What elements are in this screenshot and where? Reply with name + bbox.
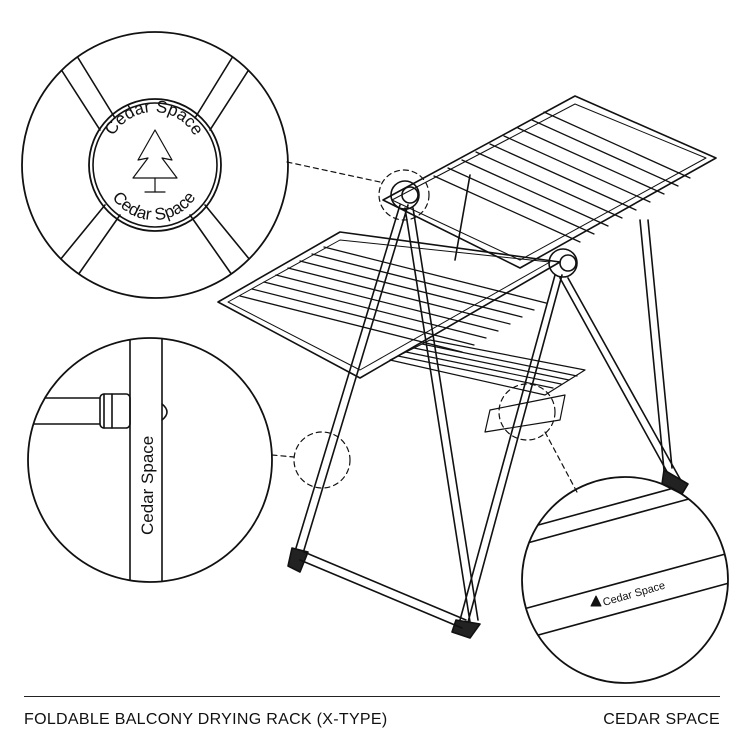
- bottom-shelf: [389, 339, 586, 433]
- brand-name: CEDAR SPACE: [603, 711, 720, 728]
- hinge-joint-right: [548, 248, 578, 278]
- product-title: FOLDABLE BALCONY DRYING RACK (X-TYPE): [24, 711, 388, 728]
- shelf-rod-brand: Cedar Space: [602, 580, 667, 609]
- detail-bubble-shelf-rod: [521, 476, 729, 684]
- drying-rack: [217, 95, 717, 639]
- rear-wing-rods: [433, 111, 691, 243]
- front-wing-rods: [239, 246, 547, 353]
- detail-bubble-hinge-cap: [21, 31, 289, 299]
- cedar-small-tree-icon: [590, 595, 602, 607]
- rack-feet: [287, 469, 689, 639]
- detail-bubble-leg-tube: [27, 337, 273, 583]
- product-line-drawing: Cedar Space Cedar Space Cedar Space Ceda…: [21, 31, 729, 684]
- hinge-joint-left: [390, 180, 420, 210]
- rear-wing-frame: [382, 95, 717, 269]
- cedar-tree-icon: [132, 129, 178, 193]
- x-legs: [295, 174, 685, 623]
- footer-divider: [24, 696, 720, 697]
- callout-lines: [271, 161, 579, 495]
- leg-tube-brand: Cedar Space: [138, 436, 157, 535]
- front-wing-frame: [217, 231, 561, 379]
